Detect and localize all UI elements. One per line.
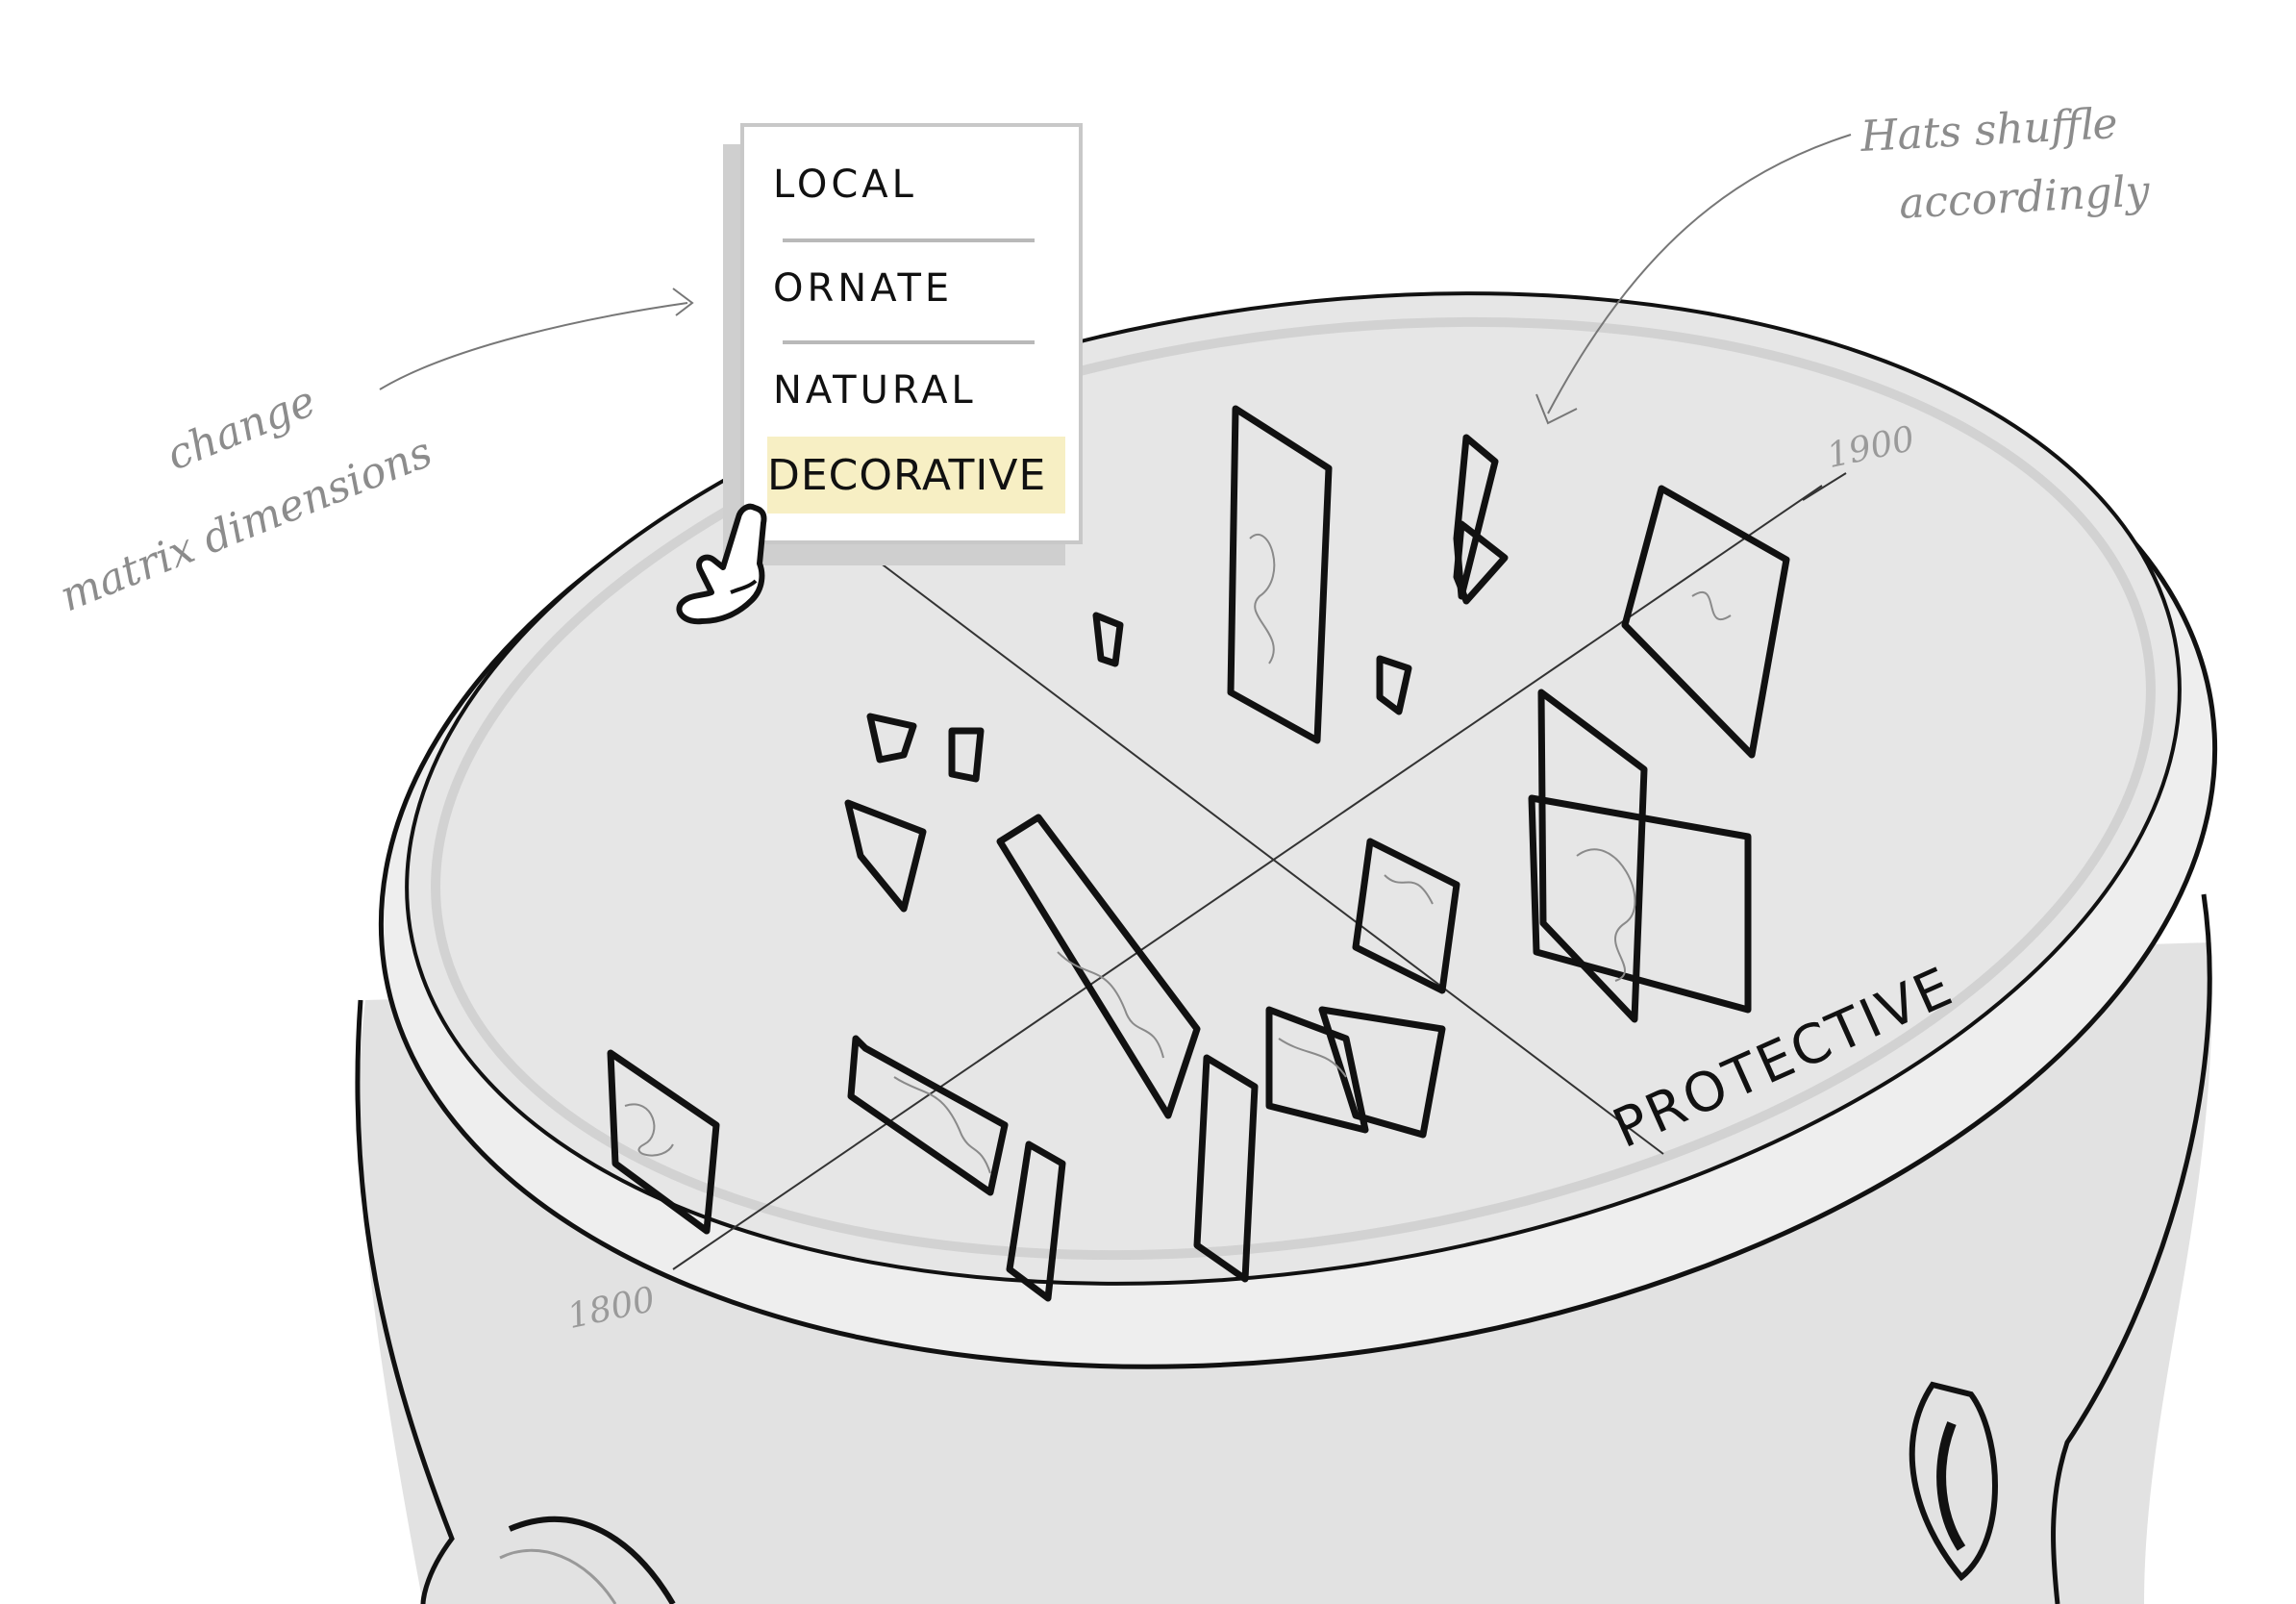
frame — [1352, 838, 1460, 994]
pointing-hand-icon — [676, 503, 767, 625]
frame — [1092, 612, 1124, 667]
menu-item-local[interactable]: LOCAL — [773, 163, 917, 207]
menu-divider — [783, 340, 1035, 344]
frame — [1453, 520, 1509, 605]
menu-item-natural[interactable]: NATURAL — [773, 368, 977, 413]
right-annotation-arrow — [1547, 134, 1852, 414]
frames — [607, 405, 1790, 1302]
right-handle — [1909, 1381, 1998, 1582]
menu-divider — [783, 238, 1035, 242]
style-dropdown-menu[interactable]: LOCAL ORNATE NATURAL DECORATIVE — [740, 123, 1083, 544]
frame — [996, 814, 1201, 1119]
frame — [1006, 1140, 1066, 1302]
table-right-edge — [2051, 893, 2212, 1604]
frame — [847, 1035, 1009, 1196]
frame — [1537, 689, 1648, 1023]
frame — [844, 799, 927, 913]
frame — [1227, 405, 1333, 744]
frame — [1265, 1006, 1369, 1134]
frame — [866, 713, 917, 764]
frame — [1376, 655, 1412, 715]
left-annotation-arrow — [379, 302, 688, 390]
frame — [1193, 1054, 1259, 1283]
menu-item-ornate[interactable]: ORNATE — [773, 266, 954, 311]
left-handle — [508, 1516, 676, 1604]
menu-item-decorative[interactable]: DECORATIVE — [767, 437, 1065, 514]
table-left-edge — [355, 999, 455, 1604]
frame — [607, 1049, 720, 1235]
scribbles — [624, 534, 1732, 1174]
frame — [948, 727, 985, 783]
frame — [1528, 794, 1752, 1014]
axis-protective — [879, 562, 1664, 1155]
frame — [1318, 1006, 1446, 1139]
frame — [1621, 485, 1790, 759]
